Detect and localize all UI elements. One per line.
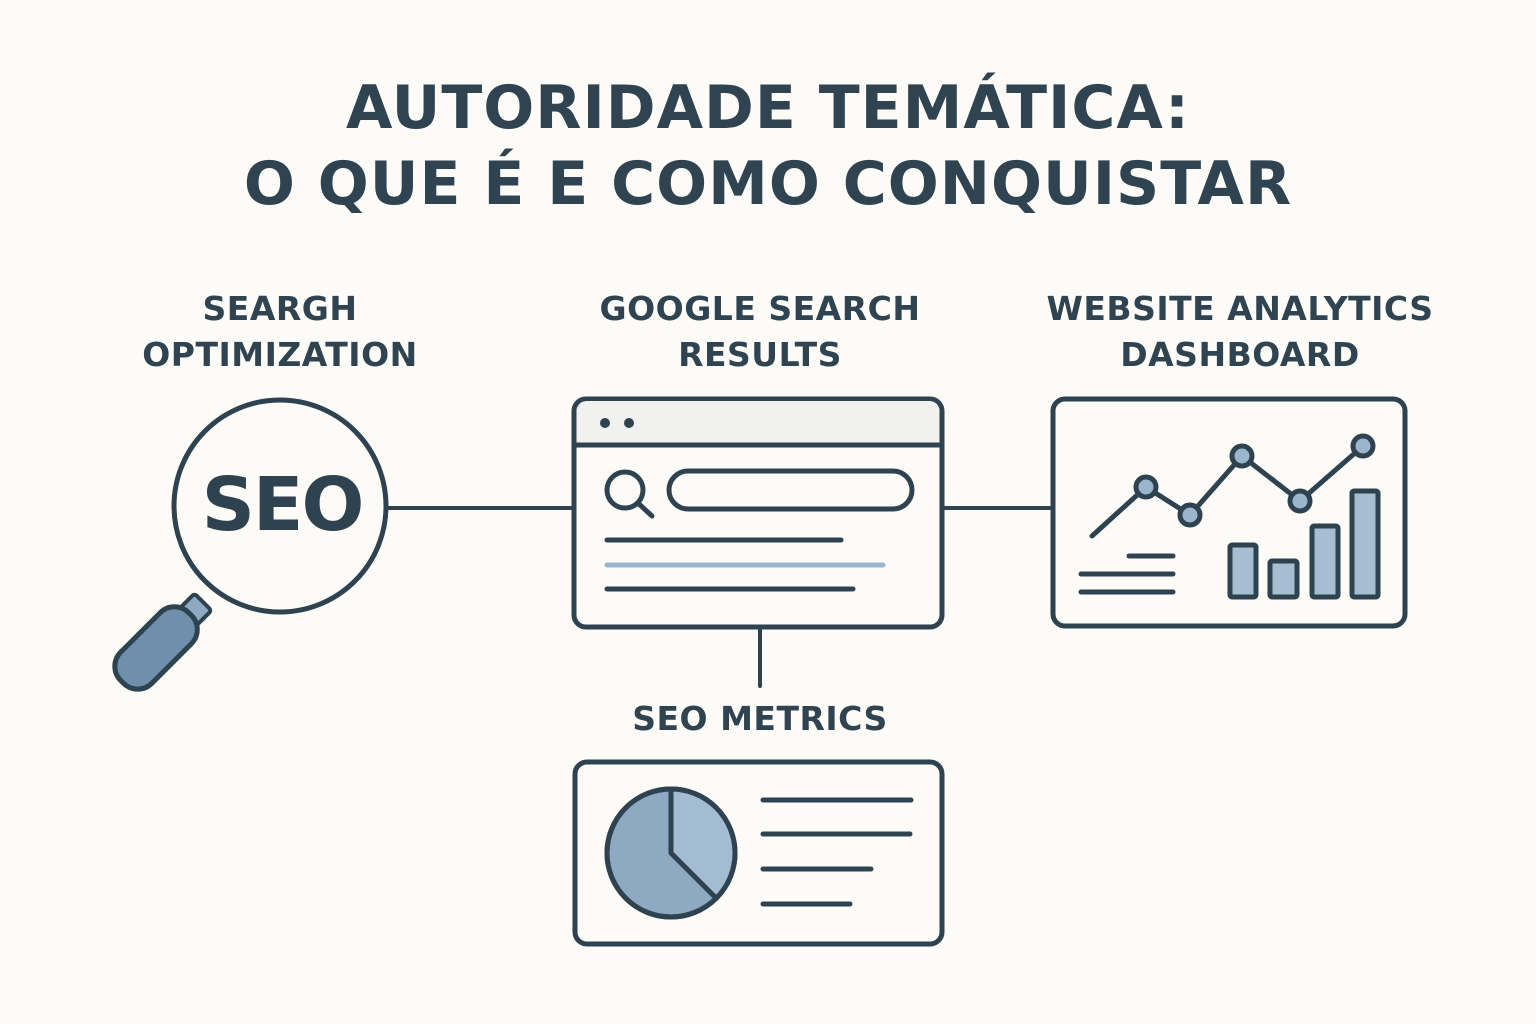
label-line: RESULTS <box>678 335 842 374</box>
label-line: DASHBOARD <box>1120 335 1360 374</box>
title-line-1: AUTORIDADE TEMÁTICA: <box>346 73 1190 143</box>
label-website-analytics-dashboard: WEBSITE ANALYTICS DASHBOARD <box>1010 286 1470 378</box>
browser-window-icon <box>571 396 945 630</box>
analytics-chart-icon <box>1050 396 1408 629</box>
seo-icon-text: SEO <box>202 462 363 548</box>
bar <box>1349 488 1381 600</box>
search-icon <box>604 469 655 519</box>
label-line: SEO METRICS <box>632 699 888 738</box>
magnifier-icon: SEO <box>112 397 389 692</box>
bar-chart <box>1227 488 1381 600</box>
bar <box>1227 542 1259 600</box>
title-line-2: O QUE É E COMO CONQUISTAR <box>243 149 1293 219</box>
bar <box>1267 558 1300 600</box>
page-title: AUTORIDADE TEMÁTICA: O QUE É E COMO CONQ… <box>0 70 1536 222</box>
label-line: SEARGH <box>202 289 358 328</box>
window-dot-icon <box>624 418 634 428</box>
pie-chart-icon <box>572 759 945 947</box>
search-bar <box>666 468 915 512</box>
label-line: WEBSITE ANALYTICS <box>1046 289 1434 328</box>
label-google-search-results: GOOGLE SEARCH RESULTS <box>560 286 960 378</box>
bar <box>1309 523 1341 600</box>
label-line: OPTIMIZATION <box>142 335 418 374</box>
window-dot-icon <box>600 418 610 428</box>
label-search-optimization: SEARGH OPTIMIZATION <box>120 286 440 378</box>
data-points <box>1133 433 1376 528</box>
label-line: GOOGLE SEARCH <box>599 289 921 328</box>
connectors <box>386 506 1055 688</box>
label-seo-metrics: SEO METRICS <box>560 696 960 742</box>
